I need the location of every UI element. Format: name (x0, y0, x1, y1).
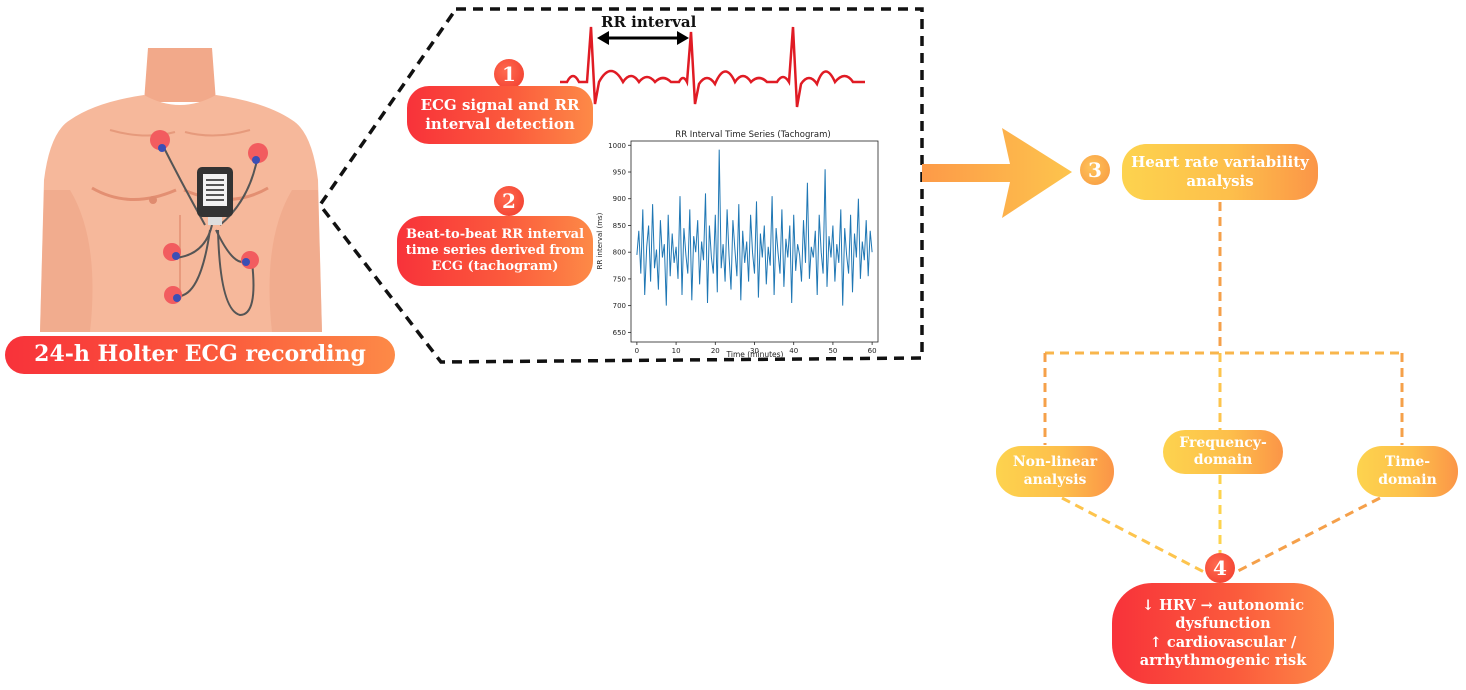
method-nonlinear-text: Non-linear analysis (1012, 454, 1098, 488)
electrode-1 (150, 130, 170, 150)
method-nonlinear: Non-linear analysis (996, 446, 1114, 497)
torso-shadow-right (269, 190, 322, 332)
rr-series-line (636, 149, 873, 306)
electrodes (150, 130, 268, 304)
step-4-box: ↓ HRV → autonomic dysfunction ↑ cardiova… (1112, 583, 1334, 684)
method-frequency-text: Frequency- domain (1179, 434, 1267, 469)
big-arrow-shape (922, 128, 1072, 218)
step-4-badge: 4 (1205, 553, 1235, 583)
holter-label-text: 24-h Holter ECG recording (34, 341, 366, 368)
y-tick-label: 950 (613, 169, 626, 177)
neck (144, 48, 216, 102)
step-2-badge: 2 (494, 186, 524, 216)
tachogram-chart: RR Interval Time Series (Tachogram) 650 7… (596, 130, 879, 359)
y-tick-label: 650 (613, 329, 626, 337)
y-tick-label: 900 (613, 195, 626, 203)
method-time: Time- domain (1357, 446, 1458, 497)
holter-connector (208, 217, 222, 225)
step-1-text: ECG signal and RR interval detection (420, 96, 580, 133)
step-2-text: Beat-to-beat RR interval time series der… (405, 226, 585, 275)
rr-arrow-head-right (677, 31, 689, 45)
step-1-badge: 1 (494, 59, 524, 89)
big-arrow (922, 128, 1072, 218)
x-tick-label: 10 (672, 347, 681, 355)
y-axis-ticks: 650 700 750 800 850 900 950 1000 (608, 142, 631, 337)
x-tick-label: 60 (868, 347, 877, 355)
torso-shadow (40, 190, 93, 332)
torso-illustration (40, 48, 322, 332)
y-tick-label: 1000 (608, 142, 626, 150)
step-3-badge: 3 (1080, 155, 1110, 185)
connector-left-to-4 (1061, 496, 1205, 574)
ecg-trace (560, 26, 865, 108)
y-tick-label: 850 (613, 222, 626, 230)
connector-right-to-4 (1235, 496, 1381, 574)
y-tick-label: 800 (613, 249, 626, 257)
holter-label: 24-h Holter ECG recording (5, 336, 395, 374)
rr-interval-label: RR interval (601, 13, 697, 31)
y-axis-label: RR interval (ms) (596, 212, 604, 269)
y-tick-label: 700 (613, 302, 626, 310)
y-tick-label: 750 (613, 275, 626, 283)
step-3-box: Heart rate variability analysis (1122, 144, 1318, 200)
x-axis-label: Time (minutes) (726, 350, 784, 359)
x-tick-label: 50 (828, 347, 837, 355)
x-tick-label: 30 (750, 347, 759, 355)
step-4-text: ↓ HRV → autonomic dysfunction ↑ cardiova… (1139, 597, 1307, 669)
step-1-box: ECG signal and RR interval detection (407, 86, 593, 144)
x-tick-label: 40 (789, 347, 798, 355)
method-frequency: Frequency- domain (1163, 430, 1283, 474)
x-axis-ticks: 0 10 20 30 40 50 60 (635, 342, 877, 355)
nipple-left (149, 196, 157, 204)
ecg-waveform (560, 26, 865, 108)
clavicle-line (109, 129, 251, 137)
method-time-text: Time- domain (1378, 454, 1437, 488)
rr-arrow-head-left (597, 31, 609, 45)
step-3-text: Heart rate variability analysis (1131, 153, 1309, 190)
x-tick-label: 20 (711, 347, 720, 355)
chart-title: RR Interval Time Series (Tachogram) (675, 130, 830, 140)
holter-screen-lines (206, 179, 224, 201)
x-tick-label: 0 (635, 347, 639, 355)
step-2-box: Beat-to-beat RR interval time series der… (397, 216, 593, 286)
